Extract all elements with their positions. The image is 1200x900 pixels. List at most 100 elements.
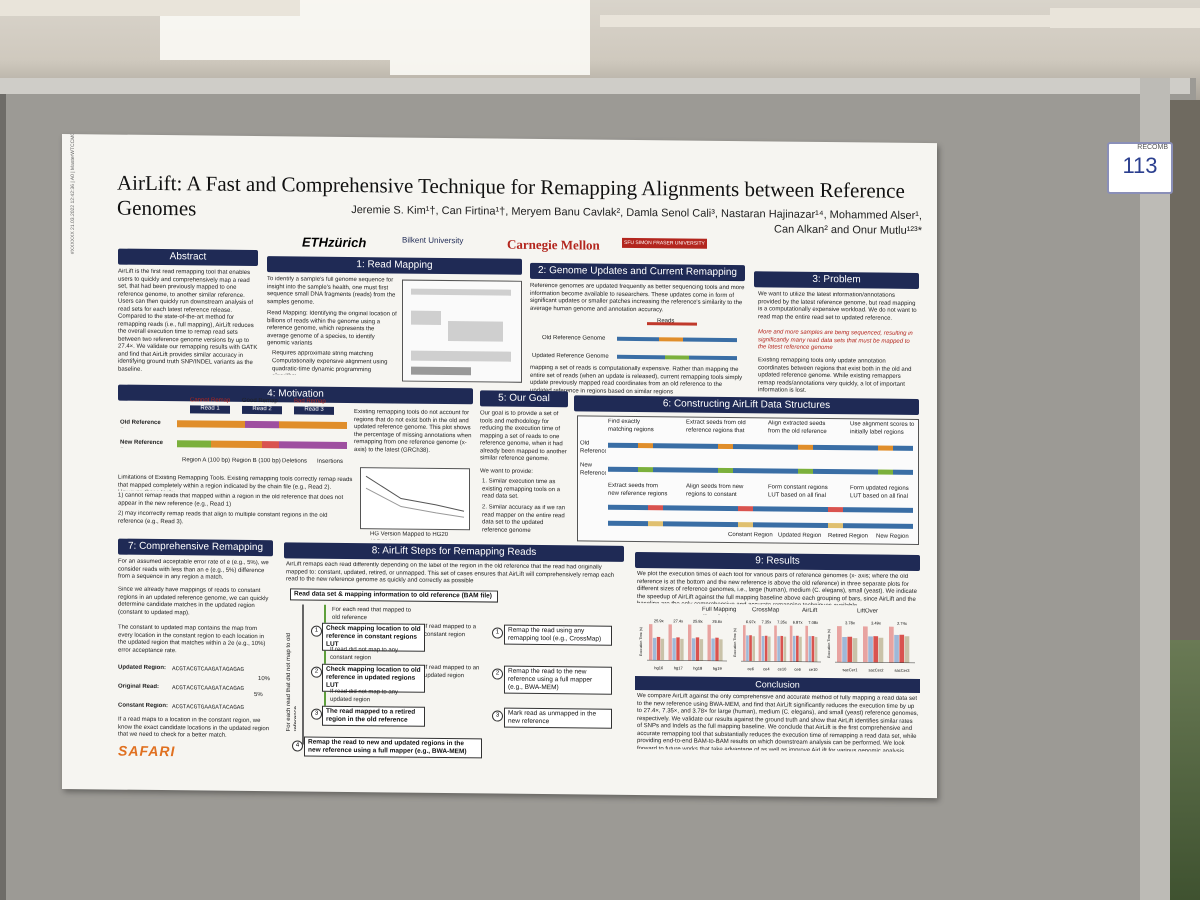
result-bar (764, 635, 768, 662)
updated-ref-bar (617, 354, 737, 361)
our-goal-item-1: 1. Similar execution time as existing re… (482, 478, 561, 500)
result-bar (847, 636, 853, 663)
abstract-header: Abstract (118, 248, 258, 267)
step-3-box: The read mapped to a retired region in t… (322, 705, 425, 727)
motivation-chart-xlabel: HG Version Mapped to HG20 (GRCh38) (370, 531, 449, 540)
legend-deletions: Deletions (282, 458, 308, 465)
result-bar (868, 636, 873, 663)
step-number-3: 3 (311, 708, 322, 720)
result-bar (873, 636, 879, 663)
result-bar (649, 624, 653, 661)
result-tick-label: ce6 (748, 666, 755, 671)
board-frame (0, 78, 1190, 94)
result-bar (789, 625, 793, 662)
conclusion-text: We compare AirLift against the only comp… (637, 693, 919, 752)
our-goal-item-2: 2. Similar accuracy as if we ran read ma… (482, 504, 566, 534)
good-remap-tag: Good Remap (242, 397, 278, 405)
result-bar (660, 638, 665, 661)
missing-annotations-lines (365, 475, 465, 518)
step-number-1: 1 (311, 625, 322, 637)
read-mapping-diagram (402, 279, 522, 383)
ds-legend-new: New Region (876, 533, 909, 540)
comprehensive-text-4: If a read maps to a location in the cons… (118, 716, 270, 739)
results-text: We plot the execution times of each tool… (637, 571, 917, 606)
limitations-text: Limitations of Existing Remapping Tools.… (118, 474, 353, 494)
speedup-label: 25.9x (654, 618, 664, 623)
ds-step-8: Form updated regions LUT based on all fi… (850, 485, 909, 500)
eth-logo: ETHzürich (302, 234, 367, 251)
result-bar (814, 636, 818, 662)
result-bar (761, 635, 765, 662)
result-bar (811, 636, 815, 662)
result-tick-label: ce10 (778, 666, 787, 671)
result-axis (647, 659, 727, 662)
result-bar (899, 634, 905, 663)
ds-legend-retired: Retired Region (828, 533, 869, 540)
result-ylabel: Execution Time (s) (639, 627, 643, 656)
flow-line-left (302, 604, 304, 745)
authors: Jeremie S. Kim¹†, Can Firtina¹†, Meryem … (272, 202, 922, 239)
booth-label: RECOMB (1137, 144, 1168, 151)
ceiling-molding (0, 0, 300, 16)
result-bar (656, 636, 661, 661)
our-goal-text-2: We want to provide: (480, 468, 533, 475)
result-bar (695, 637, 700, 661)
legend-insertions: Insertions (317, 458, 344, 465)
results-legend-full: Full Mapping (Baseline) (702, 606, 737, 615)
result-bar (774, 625, 777, 662)
genome-updates-text: Reference genomes are updated frequently… (530, 282, 745, 313)
abstract-text: AirLift is the first read remapping tool… (118, 268, 258, 373)
result-tick-label: hg16 (654, 665, 664, 670)
result-bar (894, 634, 899, 663)
no-constant-label: If read did not map to any constant regi… (330, 646, 399, 661)
result-bar (699, 639, 704, 661)
ds-step-3: Align extracted seeds from the old refer… (768, 420, 827, 435)
old-ref-seq-bar (177, 420, 347, 429)
speedup-label: 6.97x (746, 619, 756, 624)
booth-number: 113 (1122, 153, 1158, 178)
ds-step-2: Extract seeds from old reference regions… (686, 419, 746, 434)
our-goal-header: 5: Our Goal (480, 390, 568, 408)
result-bar (691, 638, 696, 661)
read-1-label: Read 1 (190, 405, 230, 414)
ceiling-molding (1050, 8, 1200, 28)
result-ylabel: Execution Time (s) (827, 629, 831, 658)
result-tick-label: ce4 (763, 666, 770, 671)
cannot-remap-tag: Cannot Remap (190, 397, 231, 404)
bilkent-logo: Bilkent University (402, 235, 464, 246)
data-structures-header: 6: Constructing AirLift Data Structures (574, 395, 919, 415)
ds-step-1: Find exactly matching regions via global… (608, 418, 654, 433)
ds-step-6: Align seeds from new regions to constant… (686, 483, 744, 498)
speedup-label: 25.8x (693, 619, 703, 624)
comprehensive-text-2: Since we already have mappings of reads … (118, 586, 269, 616)
read-3-label: Read 3 (294, 406, 334, 415)
result-bar (668, 624, 672, 661)
ds-legend-constant: Constant Region (728, 531, 773, 539)
step-2-action: Remap the read to the new reference usin… (504, 665, 612, 695)
conclusion-header: Conclusion (635, 676, 920, 693)
result-bar (752, 636, 755, 662)
did-not-map-side-label: For each read that did not map to old re… (286, 632, 296, 732)
result-bar (719, 639, 723, 661)
step-2-yes: If read mapped to an updated region (424, 664, 480, 679)
result-bar (777, 636, 780, 662)
result-bar (863, 626, 868, 663)
constant-region-label: Constant Region: (118, 702, 168, 710)
result-tick-label: hg19 (713, 666, 723, 671)
step-number-4: 4 (292, 740, 303, 752)
result-tick-label: sacCer3 (895, 668, 911, 673)
ds-new-ref-label: New Reference (580, 462, 606, 477)
genome-updates-header: 2: Genome Updates and Current Remapping … (530, 262, 745, 293)
result-bar (743, 625, 746, 662)
result-bar (688, 624, 692, 661)
old-ref-bar (617, 336, 737, 343)
ds-new-ref-bar (608, 466, 913, 475)
result-bar (652, 637, 657, 661)
constant-region-seq: ACGTACGTGAAGATACAGAG (172, 703, 245, 711)
ds-step-4: Use alignment scores to initially label … (850, 421, 915, 436)
results-legend-liftover: LiftOver (857, 608, 879, 615)
print-id: #XXXXXX 21.03.2022 12:42:36 | A0 | Maste… (70, 134, 76, 255)
result-bar (805, 625, 809, 662)
step-number-3a: 3 (492, 710, 503, 722)
result-tick-label: ce6 (794, 667, 801, 672)
